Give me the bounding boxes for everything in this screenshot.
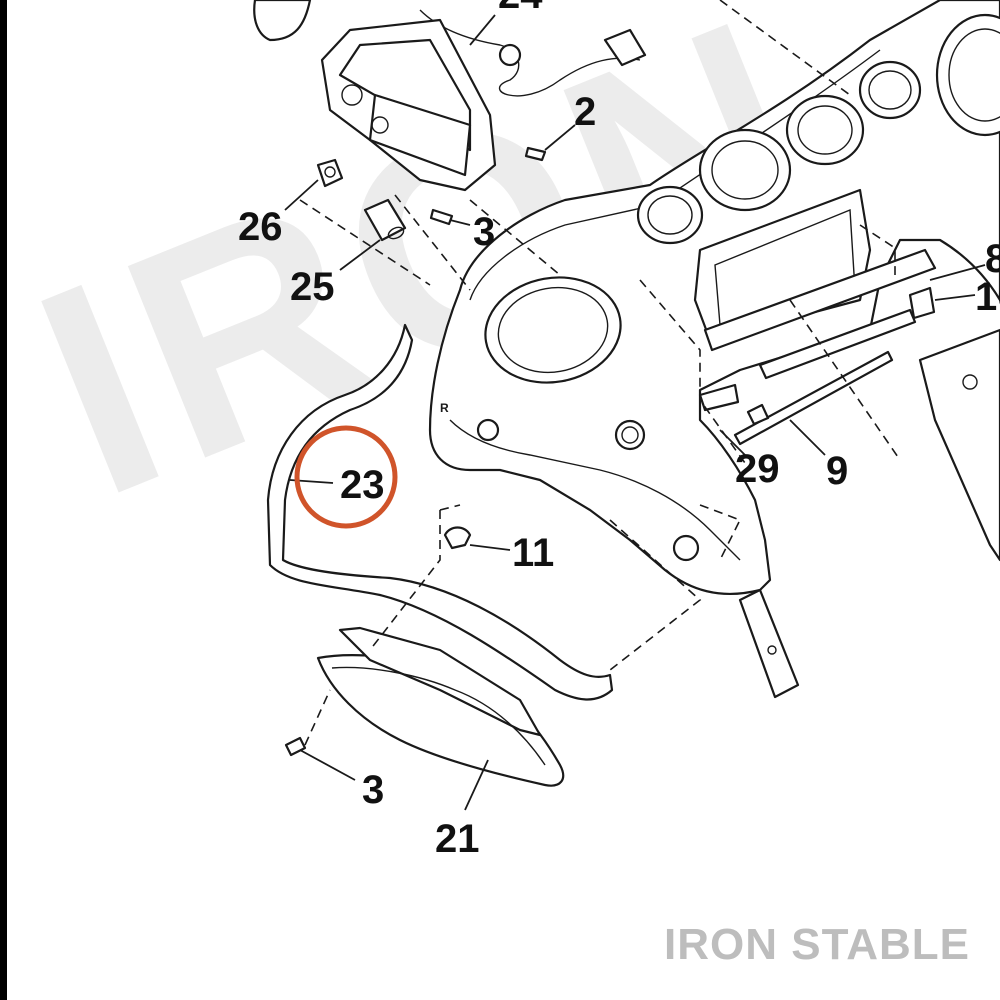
callout-2: 2 [574, 90, 596, 134]
callout-29: 29 [735, 447, 780, 491]
highlight-circle [294, 425, 398, 529]
left-border [0, 0, 7, 1000]
callout-21: 21 [435, 817, 480, 861]
callout-labels: 24 2 26 3 25 8 10 23 29 9 11 3 21 [238, 0, 1000, 861]
r-mark: R [440, 401, 449, 415]
hardware-parts [284, 9, 647, 757]
callout-10: 10 [975, 275, 1000, 319]
callout-24: 24 [498, 0, 543, 17]
callout-3b: 3 [362, 768, 384, 812]
assembly-dashes [299, 0, 901, 746]
callout-3a: 3 [473, 210, 495, 254]
brand-watermark: IRON STABLE [664, 920, 970, 969]
right-side-panel [918, 328, 1000, 562]
leader-lines [284, 14, 986, 811]
trim-molding-part-23 [266, 323, 614, 701]
trim-strips [698, 248, 937, 446]
speaker-housing [253, 0, 497, 192]
callout-8: 8 [985, 237, 1000, 281]
lower-cover-part-21 [316, 626, 565, 787]
mount-bracket [738, 588, 800, 699]
fairing-inner-assembly: R [428, 0, 1000, 596]
callout-23: 23 [340, 463, 385, 507]
callout-11: 11 [512, 531, 554, 575]
callout-25: 25 [290, 265, 335, 309]
callout-9: 9 [826, 449, 848, 493]
callout-26: 26 [238, 205, 283, 249]
